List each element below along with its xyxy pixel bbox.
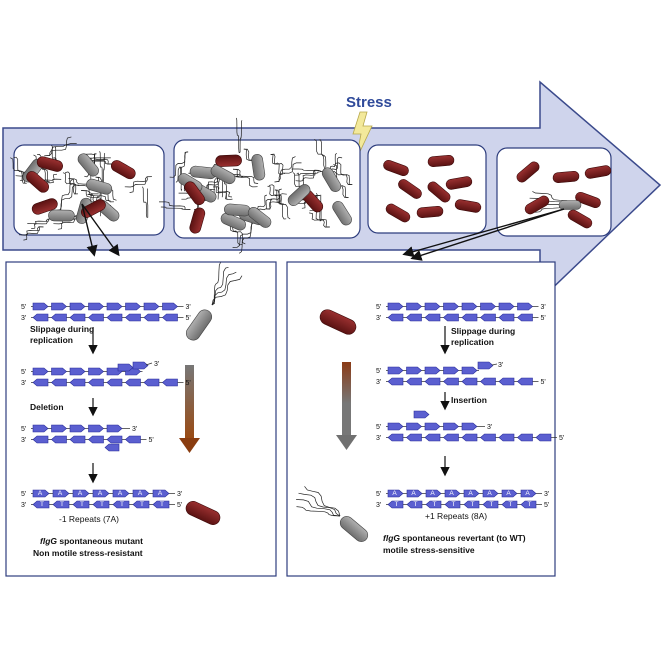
right-row4-bottom-end-label-left: 3' [376, 502, 381, 509]
right-row4-top-base-label: A [449, 490, 454, 497]
left-row4-bottom-base-label: T [40, 501, 44, 508]
left-row4-top-base-label: A [118, 490, 123, 497]
right-panel [287, 262, 555, 576]
red-bacterium [553, 171, 580, 183]
left-repeat-label: -1 Repeats (7A) [59, 514, 119, 524]
left-row2-top-end-label-left: 5' [21, 369, 26, 376]
left-row4-bottom-base-label: T [100, 501, 104, 508]
left-row3-top-end-label-left: 5' [21, 426, 26, 433]
right-row3-top-end-label-left: 5' [376, 424, 381, 431]
grey-bacterium [559, 201, 581, 210]
right-row1-top-end-label-right: 3' [541, 304, 546, 311]
left-row1-bottom-end-label-left: 3' [21, 315, 26, 322]
left-step1-line1: Slippage during [30, 324, 94, 334]
right-slip-end-label: 3' [498, 362, 503, 369]
left-row4-top: A A A A A A A 5' 3' [21, 490, 182, 498]
left-row4-top-base-label: A [58, 490, 63, 497]
right-row4-bottom-base-label: T [509, 501, 513, 508]
left-row4-bottom-end-label-right: 5' [177, 502, 182, 509]
left-row1-top-end-label-right: 3' [186, 304, 191, 311]
right-row4-bottom-base-label: T [433, 501, 437, 508]
left-row4-bottom-end-label-left: 3' [21, 502, 26, 509]
right-step1-line1: Slippage during [451, 326, 515, 336]
left-row1-bottom-end-label-right: 5' [186, 315, 191, 322]
left-row4-top-base-label: A [158, 490, 163, 497]
left-slip-end-label: 3' [154, 361, 159, 368]
left-row3-bottom-end-label-left: 3' [21, 437, 26, 444]
right-row4-bottom-base-label: T [471, 501, 475, 508]
left-step1-line2: replication [30, 335, 73, 345]
grey-bacterium [224, 204, 251, 217]
right-result-line2: motile stress-sensitive [383, 545, 475, 555]
left-row4-top-base-label: A [78, 490, 83, 497]
right-result-line1: flgG spontaneous revertant (to WT) [383, 533, 526, 543]
red-bacterium [215, 155, 241, 167]
left-row4-bottom-base-label: T [60, 501, 64, 508]
left-panel [6, 262, 276, 576]
right-row4-top-base-label: A [430, 490, 435, 497]
red-bacterium [428, 155, 455, 167]
right-row4-top-end-label-left: 5' [376, 491, 381, 498]
right-row4-top-base-label: A [392, 490, 397, 497]
right-row1-top-end-label-left: 5' [376, 304, 381, 311]
right-result-rest: spontaneous revertant (to WT) [400, 533, 526, 543]
left-row3-top-end-label-right: 3' [132, 426, 137, 433]
right-row2-bottom-end-label-right: 5' [541, 379, 546, 386]
left-row4-bottom: T T T T T T T 3' 5' [21, 501, 182, 509]
right-row3-bottom-end-label-right: 5' [559, 435, 564, 442]
right-row4-top-base-label: A [525, 490, 530, 497]
left-row4-top-base-label: A [138, 490, 143, 497]
right-row4-bottom-base-label: T [528, 501, 532, 508]
left-step2-label: Deletion [30, 402, 64, 412]
right-row3-bottom-end-label-left: 3' [376, 435, 381, 442]
right-row4-bottom-base-label: T [395, 501, 399, 508]
left-row4-top-end-label-right: 3' [177, 491, 182, 498]
left-row4-bottom-base-label: T [140, 501, 144, 508]
right-row2-top-end-label-left: 5' [376, 368, 381, 375]
right-repeat-label: +1 Repeats (8A) [425, 511, 487, 521]
right-row4-top-end-label-right: 3' [544, 491, 549, 498]
stress-label: Stress [346, 94, 392, 111]
left-result-line1: flgG spontaneous mutant [40, 536, 143, 546]
left-result-line2: Non motile stress-resistant [33, 548, 143, 558]
stage-box-3 [368, 145, 486, 233]
right-row4-bottom-base-label: T [490, 501, 494, 508]
left-result-gene: flgG [40, 536, 57, 546]
left-row4-top-base-label: A [38, 490, 43, 497]
right-row4-top-base-label: A [487, 490, 492, 497]
left-row2-bottom-end-label-right: 5' [186, 380, 191, 387]
right-row4-bottom-base-label: T [452, 501, 456, 508]
right-row4-top-base-label: A [506, 490, 511, 497]
left-row3-bottom-end-label-right: 5' [149, 437, 154, 444]
right-row3-top-end-label-right: 3' [487, 424, 492, 431]
grey-bacterium [48, 210, 74, 222]
left-row4-top-end-label-left: 5' [21, 491, 26, 498]
right-row1-bottom-end-label-left: 3' [376, 315, 381, 322]
left-row4-bottom-base-label: T [160, 501, 164, 508]
right-step1-line2: replication [451, 337, 494, 347]
left-row4-bottom-base-label: T [80, 501, 84, 508]
right-row4-top-base-label: A [468, 490, 473, 497]
right-row1-bottom-end-label-right: 5' [541, 315, 546, 322]
right-row4-bottom-end-label-right: 5' [544, 502, 549, 509]
right-row2-top: 5' [376, 367, 479, 375]
right-step2-label: Insertion [451, 395, 487, 405]
left-row1-top-end-label-left: 5' [21, 304, 26, 311]
left-row4-top-base-label: A [98, 490, 103, 497]
left-row2-bottom-end-label-left: 3' [21, 380, 26, 387]
left-result-rest: spontaneous mutant [57, 536, 143, 546]
right-row2-bottom-end-label-left: 3' [376, 379, 381, 386]
right-slipped-blocks: 3' [478, 362, 503, 369]
right-row4-top-base-label: A [411, 490, 416, 497]
red-bacterium [417, 206, 444, 218]
right-row4-bottom-base-label: T [414, 501, 418, 508]
left-row4-bottom-base-label: T [120, 501, 124, 508]
right-result-gene: flgG [383, 533, 400, 543]
